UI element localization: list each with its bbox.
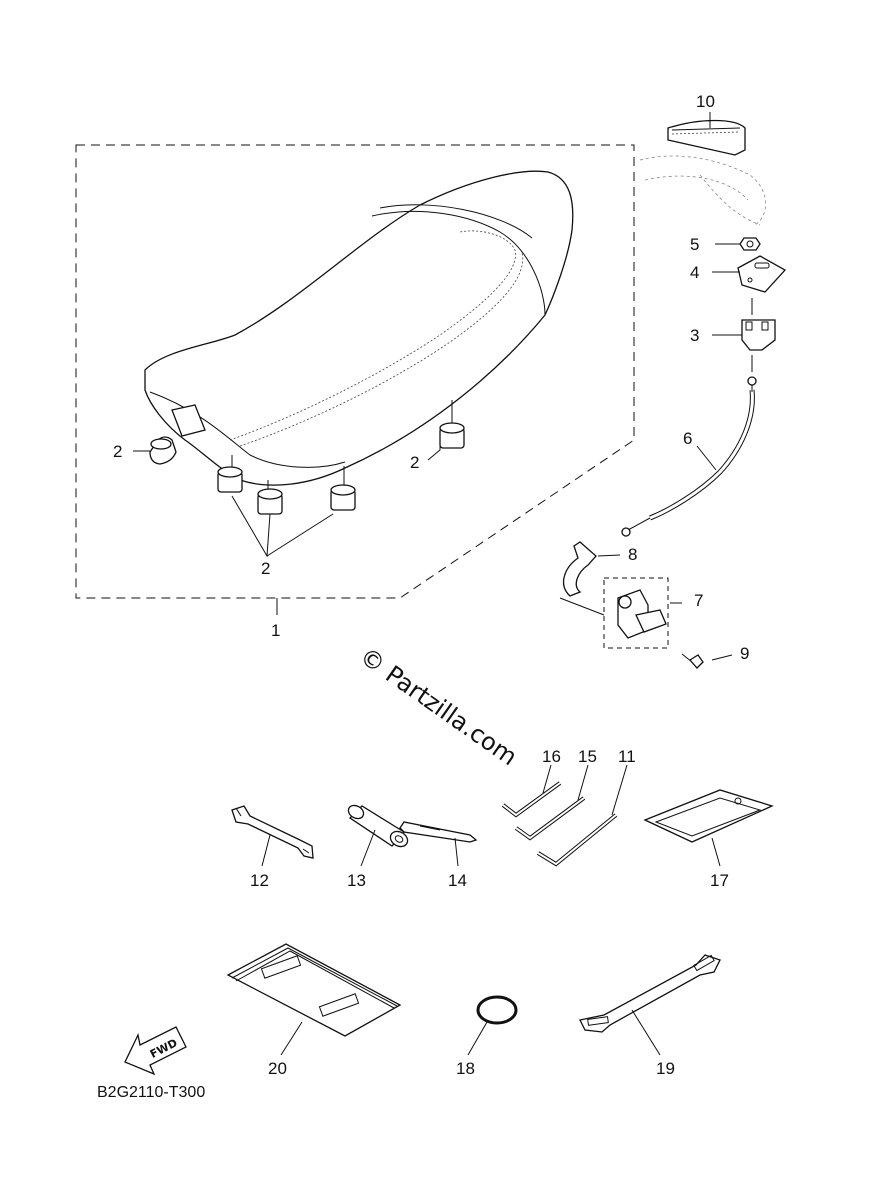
damper-front-2[interactable] bbox=[257, 488, 283, 515]
damper-right[interactable] bbox=[439, 422, 465, 449]
callout-labels: 1 2 2 2 3 4 5 6 7 8 9 10 11 12 13 14 15 … bbox=[113, 92, 749, 1078]
damper-front-1[interactable] bbox=[217, 466, 243, 493]
callout-16: 16 bbox=[542, 747, 561, 766]
callout-9: 9 bbox=[740, 644, 749, 663]
bottom-parts-group: FWD bbox=[124, 943, 721, 1076]
damper-front-3[interactable] bbox=[330, 484, 356, 511]
callout-15: 15 bbox=[578, 747, 597, 766]
callout-4: 4 bbox=[690, 263, 699, 282]
o-ring-18[interactable] bbox=[476, 995, 518, 1025]
callout-2-bottom: 2 bbox=[261, 559, 270, 578]
fwd-arrow-icon: FWD bbox=[124, 1026, 187, 1076]
callout-3: 3 bbox=[690, 326, 699, 345]
seat-assembly-boundary bbox=[75, 144, 635, 599]
hex-key-11[interactable] bbox=[536, 813, 618, 867]
callout-19: 19 bbox=[656, 1059, 675, 1078]
callout-18: 18 bbox=[456, 1059, 475, 1078]
hex-key-15[interactable] bbox=[514, 796, 586, 841]
callout-6: 6 bbox=[683, 429, 692, 448]
damper-left[interactable] bbox=[149, 436, 177, 465]
screwdriver-14[interactable] bbox=[399, 821, 478, 843]
bracket-3[interactable] bbox=[741, 298, 776, 372]
callout-11: 11 bbox=[618, 747, 636, 766]
callout-1: 1 bbox=[271, 621, 280, 640]
bracket-10[interactable] bbox=[667, 119, 746, 156]
callout-2-right: 2 bbox=[410, 453, 419, 472]
callout-10: 10 bbox=[696, 92, 715, 111]
bracket-8[interactable] bbox=[562, 541, 597, 597]
nut-5[interactable] bbox=[739, 237, 761, 251]
owners-manual-20[interactable] bbox=[226, 943, 402, 1037]
callout-17: 17 bbox=[710, 871, 729, 890]
cable-6[interactable] bbox=[621, 376, 757, 537]
callout-5: 5 bbox=[690, 235, 699, 254]
callout-20: 20 bbox=[268, 1059, 287, 1078]
seat-lock-group bbox=[559, 112, 787, 669]
callout-13: 13 bbox=[347, 871, 366, 890]
tool-bag-17[interactable] bbox=[643, 789, 774, 843]
screw-9[interactable] bbox=[681, 653, 704, 669]
callout-2-left: 2 bbox=[113, 442, 122, 461]
wrench-12[interactable] bbox=[231, 805, 314, 859]
seat[interactable] bbox=[144, 170, 574, 495]
hex-key-16[interactable] bbox=[501, 781, 562, 818]
plate-4[interactable] bbox=[737, 255, 787, 293]
watermark: © Partzilla.com bbox=[355, 642, 523, 771]
callout-12: 12 bbox=[250, 871, 269, 890]
callout-8: 8 bbox=[628, 545, 637, 564]
strap-19[interactable] bbox=[579, 954, 721, 1033]
seat-lock-7[interactable] bbox=[559, 577, 669, 649]
diagram-code: B2G2110-T300 bbox=[97, 1084, 205, 1101]
callout-14: 14 bbox=[448, 871, 467, 890]
seat-assembly-group bbox=[75, 144, 635, 615]
callout-7: 7 bbox=[694, 591, 703, 610]
tools-group bbox=[231, 764, 774, 867]
